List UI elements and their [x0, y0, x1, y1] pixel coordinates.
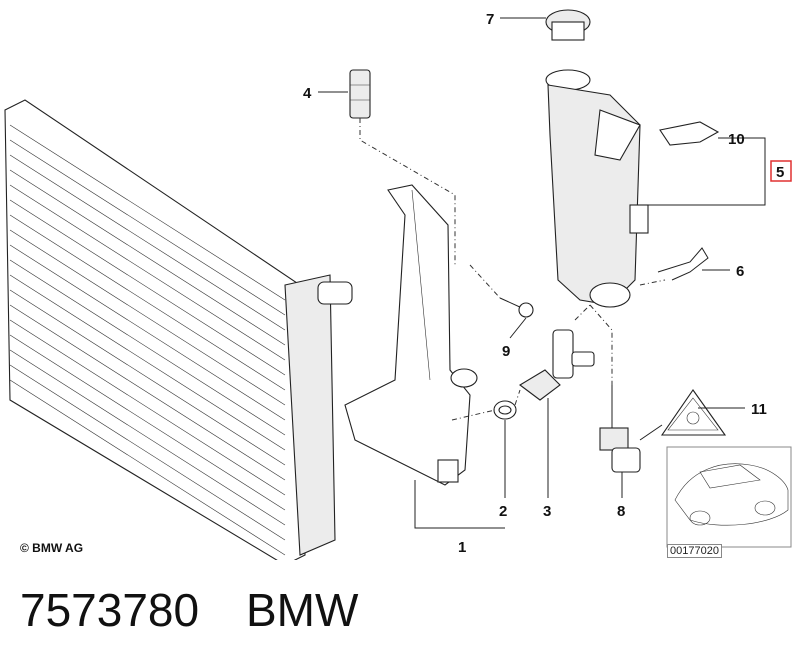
diagram-reference-code: 00177020 [667, 544, 722, 558]
callout-10: 10 [728, 131, 745, 148]
expansion-tank-part-5 [545, 69, 649, 308]
callout-5: 5 [776, 164, 784, 181]
screw-part-9 [499, 297, 534, 318]
cap-part-7 [545, 9, 591, 41]
copyright-notice: © BMW AG [20, 541, 84, 555]
callout-11: 11 [751, 401, 767, 418]
callout-9: 9 [502, 343, 510, 360]
callout-1: 1 [458, 539, 466, 556]
radiator [4, 99, 353, 560]
callout-6: 6 [736, 263, 744, 280]
level-sensor-part-8 [599, 385, 641, 473]
part-number: 7573780 [20, 584, 200, 636]
warning-label-part-11 [660, 389, 727, 436]
brand-name: BMW [246, 584, 359, 636]
sleeve-part-4 [349, 69, 371, 119]
o-ring-part-2 [493, 400, 517, 420]
bracket-part-1 [344, 184, 478, 486]
parts-diagram: 7 4 10 5 6 9 11 2 3 8 1 [4, 9, 792, 560]
hose-connector-part-3 [519, 329, 595, 401]
callout-3: 3 [543, 503, 551, 520]
car-inset [666, 446, 792, 548]
callout-4: 4 [303, 85, 312, 102]
callout-2: 2 [499, 503, 507, 520]
callout-5-highlight [770, 160, 792, 182]
callout-8: 8 [617, 503, 625, 520]
clip-part-6 [657, 247, 709, 281]
radiator-fins [9, 124, 286, 556]
clamp-part-10 [659, 121, 720, 146]
callout-7: 7 [486, 11, 494, 28]
